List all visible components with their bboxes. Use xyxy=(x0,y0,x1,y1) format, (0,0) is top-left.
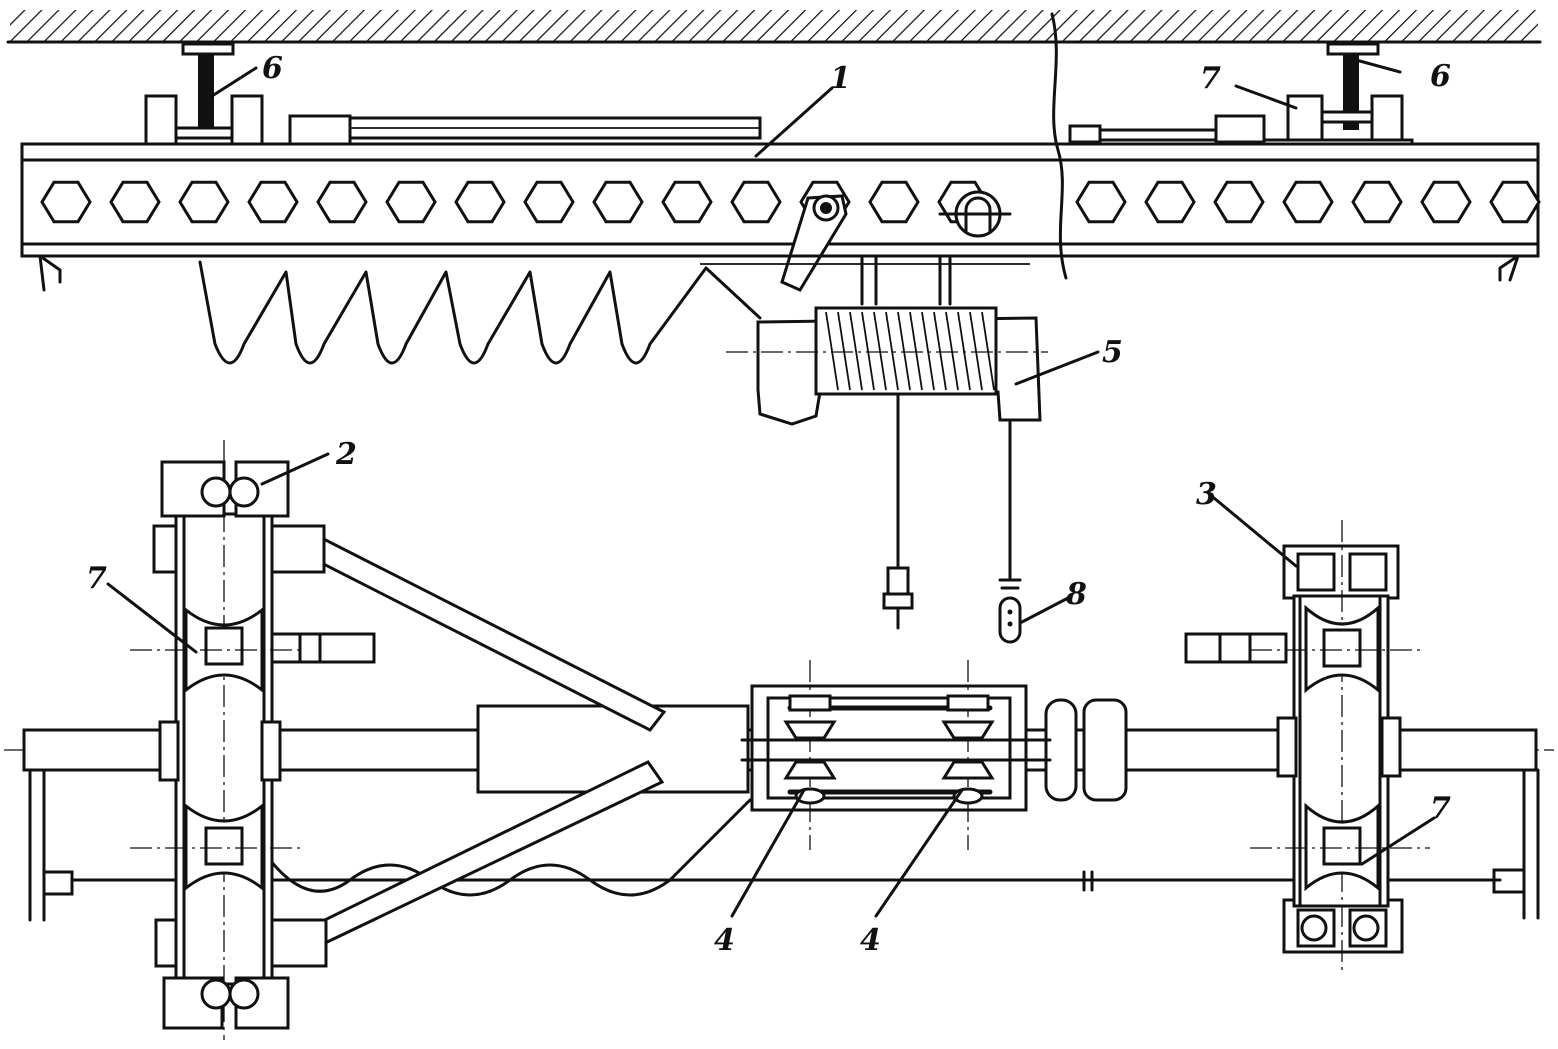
leader-lines xyxy=(106,58,1436,918)
lever xyxy=(780,194,848,292)
callout-6-right: 6 xyxy=(1430,59,1451,94)
callout-6-left: 6 xyxy=(262,51,283,86)
beam-opening xyxy=(109,180,161,224)
drum-winding xyxy=(957,311,971,391)
callout-8: 8 xyxy=(1065,577,1087,612)
callout-4-left: 4 xyxy=(714,923,735,958)
beam-openings xyxy=(40,180,1541,224)
beam-opening xyxy=(1213,180,1265,224)
drum-winding xyxy=(861,311,875,391)
drum-winding xyxy=(885,311,899,391)
beam-opening xyxy=(385,180,437,224)
callout-2: 2 xyxy=(335,437,357,472)
beam-opening xyxy=(523,180,575,224)
drum-winding xyxy=(909,311,923,391)
callout-7-right: 7 xyxy=(1430,791,1451,826)
callout-7-left: 7 xyxy=(86,561,107,596)
right-wheel-lower xyxy=(1250,802,1430,892)
callout-4-right: 4 xyxy=(860,923,881,958)
beam-opening xyxy=(178,180,230,224)
main-beam xyxy=(20,12,1541,292)
drum-winding xyxy=(897,311,911,391)
drum-winding xyxy=(969,311,983,391)
callout-7-top: 7 xyxy=(1200,61,1221,96)
left-wheel-lower xyxy=(130,802,300,892)
drum-winding xyxy=(945,311,959,391)
drum-winding xyxy=(933,311,947,391)
beam-opening xyxy=(1351,180,1403,224)
right-carriage xyxy=(1184,520,1430,970)
callouts: 1 2 3 4 4 5 6 6 7 7 7 8 xyxy=(86,51,1451,958)
pulley-sheave-left xyxy=(783,694,837,805)
beam-opening xyxy=(1420,180,1472,224)
beam-opening xyxy=(1144,180,1196,224)
left-carriage xyxy=(130,440,376,1040)
pulley-sheave-right xyxy=(941,694,995,805)
drum-winding xyxy=(837,311,851,391)
drum-winding xyxy=(849,311,863,391)
beam-opening xyxy=(1075,180,1127,224)
drum-winding xyxy=(873,311,887,391)
beam-opening xyxy=(730,180,782,224)
hanging-cables xyxy=(882,392,1022,644)
hoist-drum-windings xyxy=(825,311,995,391)
beam-opening xyxy=(592,180,644,224)
ceiling xyxy=(6,10,1542,44)
drum-winding xyxy=(825,311,839,391)
hoist xyxy=(726,254,1048,426)
beam-opening xyxy=(247,180,299,224)
drum-winding xyxy=(981,311,995,391)
upper-rail xyxy=(288,114,1266,146)
plan-view xyxy=(4,440,1554,1040)
callout-3: 3 xyxy=(1196,477,1217,512)
beam-opening xyxy=(868,180,920,224)
beam-opening xyxy=(1489,180,1541,224)
beam-opening xyxy=(661,180,713,224)
callout-5: 5 xyxy=(1102,335,1123,370)
beam-opening xyxy=(454,180,506,224)
left-wheel-upper xyxy=(130,606,300,694)
right-wheel-upper xyxy=(1250,604,1420,694)
eye-bolt xyxy=(938,190,1012,238)
callout-1: 1 xyxy=(830,61,851,96)
beam-opening xyxy=(1282,180,1334,224)
side-elevation xyxy=(20,12,1541,644)
beam-opening xyxy=(316,180,368,224)
ceiling-hanger-left xyxy=(174,42,236,140)
beam-opening xyxy=(40,180,92,224)
drum-winding xyxy=(921,311,935,391)
festoon-cable xyxy=(58,254,1032,365)
